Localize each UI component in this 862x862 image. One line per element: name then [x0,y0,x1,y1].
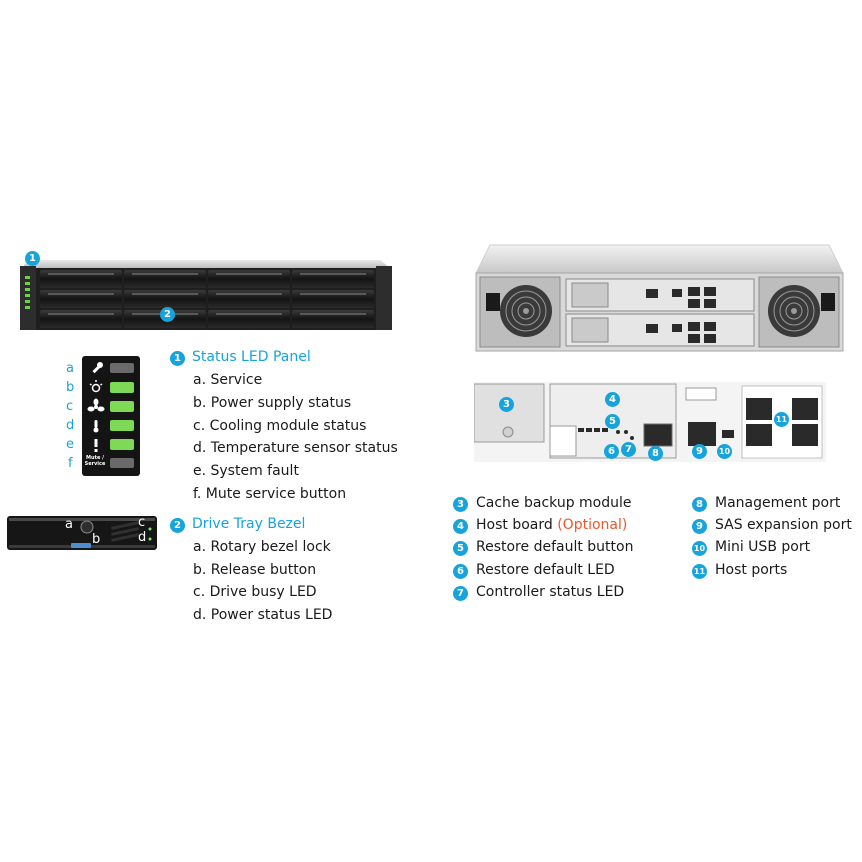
tray-item-d: d. Power status LED [193,607,333,623]
legend-badge-11: 11 [692,564,707,579]
tray-letter-c: c [138,515,146,530]
led-item-c: c. Cooling module status [193,418,367,434]
led-temperature [110,420,134,431]
legend-badge-6: 6 [453,564,468,579]
callout-4-badge: 4 [605,392,620,407]
tray-letter-b: b [92,532,101,547]
led-item-e: e. System fault [193,463,299,479]
callout-11-badge: 11 [774,412,789,427]
callout-5-badge: 5 [605,414,620,429]
led-panel-heading-badge: 1 [170,351,185,366]
callout-1-badge: 1 [25,251,40,266]
legend-badge-9: 9 [692,519,707,534]
exclamation-icon [94,439,98,452]
management-port[interactable] [643,423,673,447]
led-letter-a: a [66,361,74,376]
thermometer-icon [93,420,99,433]
drive-tray-heading-badge: 2 [170,518,185,533]
callout-3-badge: 3 [499,397,514,412]
power-status-led [148,537,152,541]
rotary-lock-icon[interactable] [80,520,94,534]
led-item-b: b. Power supply status [193,395,352,411]
legend-label-3: Cache backup module [476,495,632,511]
legend-badge-4: 4 [453,519,468,534]
legend-label-4: Host board (Optional) [476,517,628,533]
led-letter-c: c [66,399,74,414]
callout-6-badge: 6 [604,444,619,459]
led-system-fault [110,439,134,450]
callout-8-badge: 8 [648,446,663,461]
tray-item-c: c. Drive busy LED [193,584,317,600]
drive-tray-image: a b c d [7,514,157,552]
mute-service-button[interactable] [110,458,134,468]
callout-2-badge: 2 [160,307,175,322]
led-cooling [110,401,134,412]
wrench-icon [92,362,103,374]
drive-busy-led [148,527,152,531]
host-ports[interactable] [746,398,818,446]
led-service [110,363,134,373]
callout-7-badge: 7 [621,442,636,457]
legend-label-9: SAS expansion port [715,517,852,533]
legend-label-10: Mini USB port [715,539,811,555]
sas-expansion-port[interactable] [688,422,716,446]
led-item-d: d. Temperature sensor status [193,440,398,456]
callout-10-badge: 10 [717,444,732,459]
led-item-f: f. Mute service button [193,486,347,502]
legend-label-11: Host ports [715,562,788,578]
rear-chassis-image [474,243,845,353]
legend-badge-10: 10 [692,541,707,556]
power-icon [89,380,103,393]
callout-9-badge: 9 [692,444,707,459]
legend-label-5: Restore default button [476,539,634,555]
led-power-supply [110,382,134,393]
led-letter-f: f [68,456,73,471]
legend-badge-3: 3 [453,497,468,512]
release-button[interactable] [71,543,91,548]
tray-item-a: a. Rotary bezel lock [193,539,331,555]
led-panel-image: Mute / Service [82,356,140,476]
tray-letter-a: a [65,517,73,532]
mute-service-label: Mute / Service [84,455,106,467]
controller-closeup-image [473,382,826,462]
legend-label-8: Management port [715,495,841,511]
tray-letter-d: d [138,530,147,545]
led-panel-heading: Status LED Panel [192,349,311,365]
legend-badge-8: 8 [692,497,707,512]
drive-tray-heading: Drive Tray Bezel [192,516,306,532]
legend-badge-7: 7 [453,586,468,601]
led-item-a: a. Service [193,372,263,388]
front-chassis-image [18,258,394,332]
legend-badge-5: 5 [453,541,468,556]
led-letter-e: e [66,437,74,452]
legend-label-7: Controller status LED [476,584,625,600]
tray-item-b: b. Release button [193,562,317,578]
optional-label: (Optional) [557,517,628,533]
legend-label-6: Restore default LED [476,562,615,578]
led-letter-d: d [66,418,75,433]
led-letter-b: b [66,380,75,395]
mini-usb-port[interactable] [722,430,734,438]
fan-icon [87,398,105,412]
